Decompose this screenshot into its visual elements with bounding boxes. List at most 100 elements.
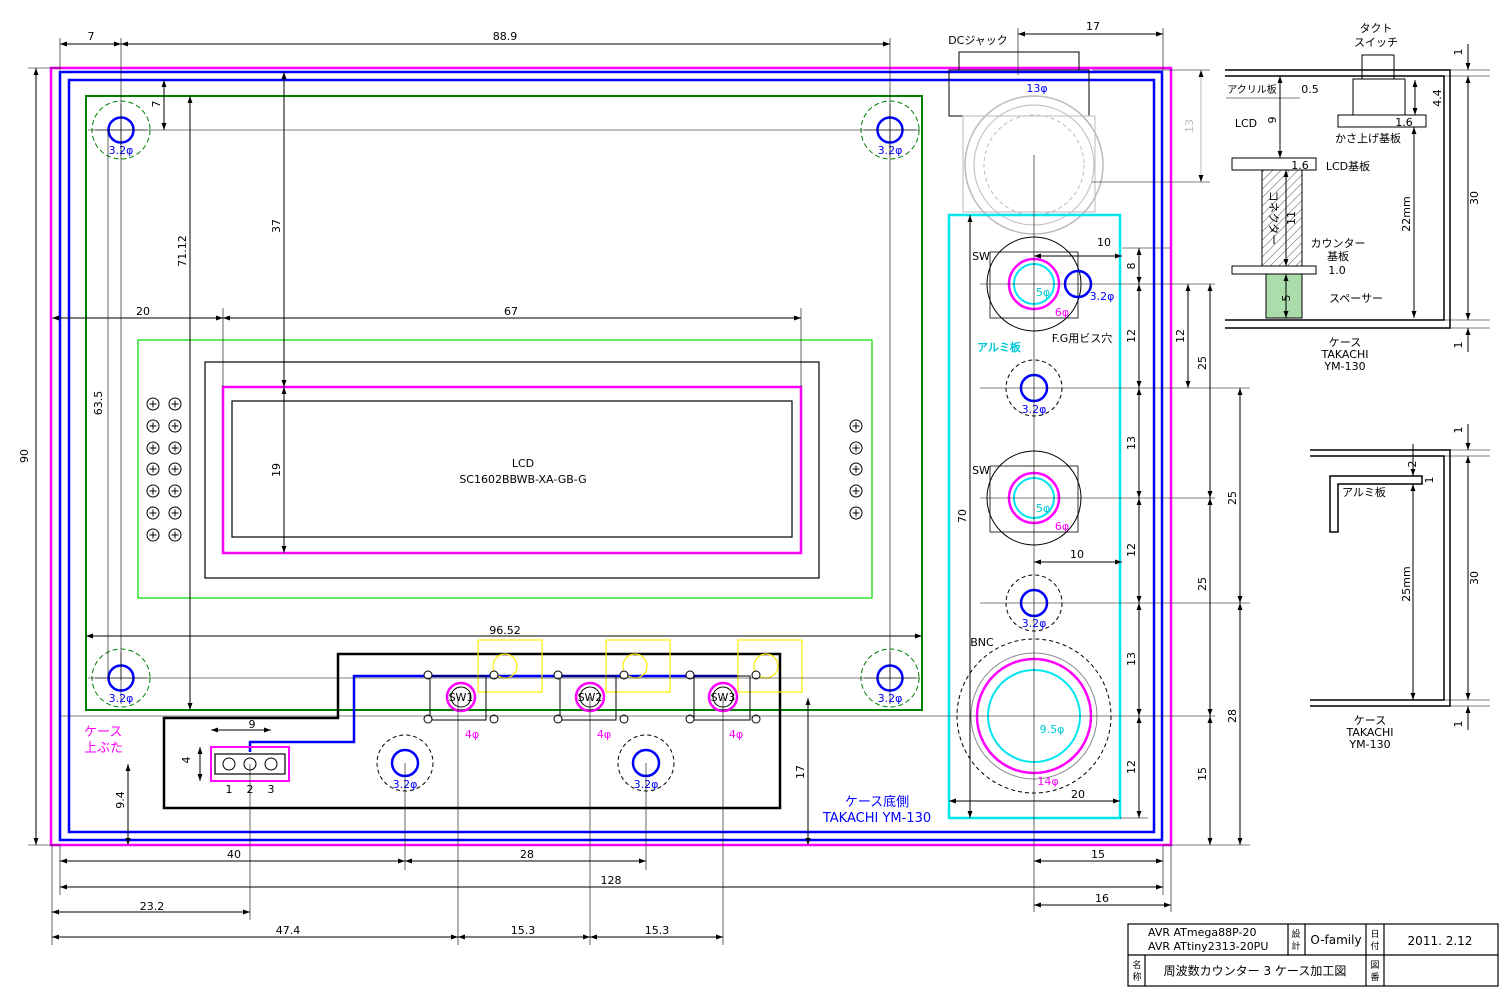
fg-hole-label: F.G用ビス穴 [1052, 331, 1113, 345]
connector-pin-label-3: 3 [268, 783, 275, 796]
side1-model: YM-130 [1323, 360, 1365, 373]
sw-mid-outer: 6φ [1055, 520, 1069, 533]
lcd-outline [137, 339, 873, 599]
dim-case-height: 90 [18, 449, 31, 463]
sw-top-label: SW [972, 250, 990, 263]
side2-maker: TAKACHI [1346, 726, 1394, 739]
dim-pin-pitch: 9 [249, 718, 256, 731]
dim-sw-row: 9.4 [114, 791, 127, 809]
side2-t1b: 1 [1452, 721, 1465, 728]
dc-jack-hole-label: 13φ [1026, 82, 1047, 95]
counter-board-wire [248, 674, 737, 752]
dim-b47: 47.4 [276, 924, 301, 937]
case-lid-label: ケース上ぶた [84, 725, 123, 756]
case-lid-outline [49, 66, 1173, 847]
tb-date-label-2: 付 [1370, 941, 1379, 952]
dc-jack-label: DCジャック [948, 34, 1008, 47]
side2-alu: アルミ板 [1342, 485, 1386, 499]
tb-date-label-1: 日 [1370, 929, 1379, 940]
lcd-module [204, 361, 820, 579]
dim-lcd-window: 19 [270, 463, 283, 477]
lcd-model: SC1602BBWB-XA-GB-G [459, 473, 586, 486]
case-lid-label-line-2: 上ぶた [84, 741, 123, 756]
bnc-outer-label: 14φ [1037, 775, 1058, 788]
dimension-lines [28, 28, 1250, 945]
tb-name-label-1: 名 [1132, 959, 1141, 971]
connector-pin-label-1: 1 [226, 783, 233, 796]
dim-dc-h: 13 [1183, 119, 1196, 133]
tb-designer: O-family [1310, 933, 1361, 947]
dim-d28: 28 [1226, 709, 1239, 723]
side1-t22: 22mm [1400, 196, 1413, 231]
sw1-hole: 4φ [465, 728, 479, 741]
side1-t9: 9 [1266, 117, 1279, 124]
side1-t1a: 1 [1452, 49, 1465, 56]
dim-b40: 40 [227, 848, 241, 861]
dim-alu-w: 20 [1071, 788, 1085, 801]
switch-sw1 [423, 670, 499, 724]
lcd-viewing-area [231, 400, 793, 538]
sw-top-outer: 6φ [1055, 306, 1069, 319]
dim-lcd-width: 67 [504, 305, 518, 318]
sw1-label: SW1 [449, 691, 474, 704]
panel-center-lines [60, 155, 1250, 912]
side1-raise: かさ上げ基板 [1335, 131, 1401, 145]
side2-model: YM-130 [1348, 738, 1390, 751]
dim-v12b: 12 [1125, 543, 1138, 557]
side1-t44: 4.4 [1431, 89, 1444, 107]
lcd-window-cutout [221, 385, 803, 555]
sw-top-inner: 5φ [1036, 286, 1050, 299]
counter-board-outline [162, 652, 782, 810]
dim-v13a: 13 [1125, 436, 1138, 450]
side1-counter1: カウンター [1311, 237, 1366, 250]
connector-pin-1 [222, 757, 236, 771]
dim-d25a: 25 [1196, 356, 1209, 370]
lcd-label: LCD [512, 457, 534, 470]
dim-lcd-left: 20 [136, 305, 150, 318]
dim-dc-span: 17 [1086, 20, 1100, 33]
dim-alu-h: 70 [956, 509, 969, 523]
side1-spacer: スペーサー [1329, 292, 1383, 305]
dim-v8: 8 [1125, 263, 1138, 270]
connector-pin-3 [264, 757, 278, 771]
switch-sw2 [553, 670, 629, 724]
side2-t30: 30 [1468, 571, 1481, 585]
side1-connector: コネクター [1267, 191, 1280, 246]
lcd-pin-header-right [849, 419, 863, 520]
side1-t10: 1.0 [1328, 264, 1346, 277]
dim-v13b: 13 [1125, 652, 1138, 666]
dim-lcd-top: 37 [270, 219, 283, 233]
dim-b23: 23.2 [140, 900, 165, 913]
case-model-label: TAKACHI YM-130 [822, 811, 931, 826]
dim-sw-x: 10 [1097, 236, 1111, 249]
dim-board-width: 96.52 [489, 624, 521, 637]
side1-lcd: LCD [1235, 117, 1257, 130]
side1-title-line1: タクト [1360, 22, 1393, 35]
sw2-hole: 4φ [597, 728, 611, 741]
dim-hole-span: 88.9 [493, 30, 518, 43]
side-view-2 [1310, 424, 1490, 730]
dim-d25b: 25 [1226, 491, 1239, 505]
side1-case: ケース [1329, 336, 1361, 349]
side1-t16b: 1.6 [1291, 159, 1309, 172]
tb-name-label-2: 称 [1132, 971, 1141, 983]
tb-designer-label-1: 設 [1291, 928, 1300, 940]
dim-left-margin: 7 [88, 30, 95, 43]
dim-conn-h: 4 [180, 757, 193, 764]
dim-d25c: 25 [1196, 577, 1209, 591]
alu-plate-label: アルミ板 [977, 340, 1022, 354]
tb-mcu1: AVR ATmega88P-20 [1148, 926, 1256, 939]
hole-label-bl: 3.2φ [109, 692, 134, 705]
side1-maker: TAKACHI [1321, 348, 1369, 361]
side1-t1b: 1 [1452, 342, 1465, 349]
side1-t16a: 1.6 [1395, 116, 1413, 129]
dim-sw-x2: 10 [1070, 548, 1084, 561]
side1-title-line2: スイッチ [1354, 36, 1398, 49]
fg-hole-size: 3.2φ [1090, 290, 1115, 303]
tb-name: 周波数カウンター 3 ケース加工図 [1164, 963, 1347, 978]
switch-sw3 [685, 670, 761, 724]
side2-t25: 25mm [1400, 566, 1413, 601]
side1-t05: 0.5 [1301, 83, 1319, 96]
side1-acrylic: アクリル板 [1227, 83, 1277, 96]
